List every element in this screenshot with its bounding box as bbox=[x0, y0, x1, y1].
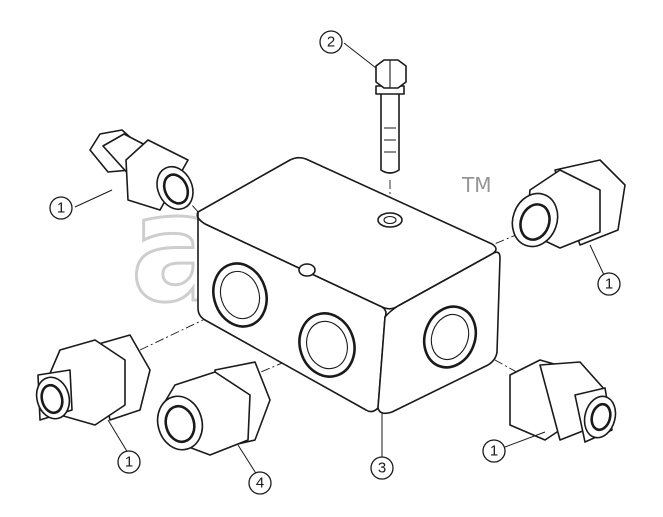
callout-bolt: 2 bbox=[319, 30, 343, 54]
callout-label: 1 bbox=[57, 200, 65, 217]
fitting-left-bottom bbox=[35, 334, 151, 426]
callout-label: 2 bbox=[327, 34, 335, 51]
callout-fitting-left-bottom: 1 bbox=[117, 450, 141, 474]
fitting-right-top bbox=[511, 159, 626, 249]
callout-label: 1 bbox=[490, 443, 498, 460]
bolt bbox=[375, 59, 407, 174]
fitting-right-bottom bbox=[509, 359, 617, 443]
manifold-block bbox=[196, 156, 501, 415]
callout-block: 3 bbox=[370, 456, 394, 480]
fitting-left-top bbox=[89, 129, 194, 211]
fitting-front bbox=[156, 361, 271, 456]
callout-fitting-right-bottom: 1 bbox=[482, 439, 506, 463]
callout-label: 4 bbox=[256, 475, 264, 492]
callout-fitting-right-top: 1 bbox=[597, 272, 621, 296]
leader-lines bbox=[74, 42, 605, 476]
callout-fitting-left-top: 1 bbox=[49, 196, 73, 220]
callout-label: 1 bbox=[125, 454, 133, 471]
trademark-mark: TM bbox=[461, 173, 491, 197]
callout-label: 3 bbox=[378, 460, 386, 477]
callout-fitting-front: 4 bbox=[248, 471, 272, 495]
callout-label: 1 bbox=[605, 276, 613, 293]
